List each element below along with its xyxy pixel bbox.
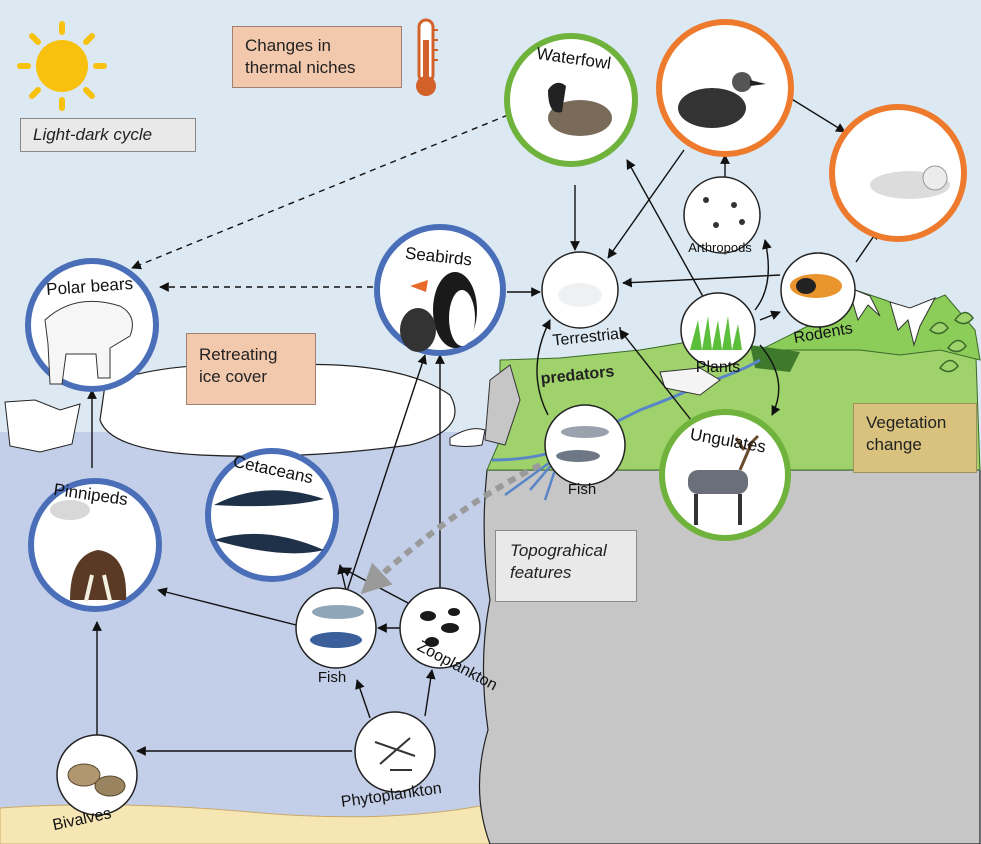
arrow-topo-fish-grey [360,462,542,595]
topo-line-1: Topograhical [510,541,607,560]
cliff-shore [484,364,521,446]
node-pinnipeds [28,478,162,612]
light-dark-cycle-box: Light-dark cycle [20,118,196,152]
thermometer-icon [416,18,438,96]
arrow-phyto-fish [355,679,371,719]
node-waterfowl [504,33,638,167]
arrow-fish-pinnipeds [157,587,297,626]
ice-floe-right [449,428,486,447]
vegetation-line-1: Vegetation [866,413,947,432]
node-shorebirds [656,19,794,157]
arrow-phyto-zoo [424,669,436,717]
arrow-fish-cetaceans [337,564,347,591]
arrow-plants-waterfowl [626,159,707,303]
node-birds-of-prey [829,104,967,242]
light-dark-cycle-text: Light-dark cycle [33,125,153,144]
thermal-line-1: Changes in [245,36,332,55]
node-seabirds [374,224,506,356]
ice-line-1: Retreating [199,345,278,364]
thermal-niches-box: Changes in thermal niches [232,26,402,88]
retreating-ice-box: Retreating ice cover [186,333,316,405]
node-fish-sea [295,587,377,669]
river [491,358,761,462]
dark-green-patch [750,345,800,372]
node-bivalves [56,734,138,816]
snow-cap-2 [889,297,937,347]
node-fish-land [544,404,626,486]
node-ungulates [659,409,791,541]
arrow-plants-rodents [759,310,781,321]
thermal-line-2: thermal niches [245,58,356,77]
arrow-fish-terrestrial [536,319,551,416]
ice-line-2: ice cover [199,367,268,386]
ice-floe-left [4,399,81,453]
vegetation-line-2: change [866,435,922,454]
arrow-fish-seabirds [346,354,427,592]
node-polar-bears [25,258,159,392]
node-plants [680,292,756,368]
sun-icon [17,21,107,111]
node-rodents [780,252,856,328]
topographical-features-box: Topograhical features [495,530,637,602]
arrow-shorebirds-terrestrial [607,149,685,259]
arrow-ungulates-terrestrial [619,329,696,426]
arrow-waterfowl-polarbears [131,114,509,270]
label-plants: Plants [696,359,740,376]
node-cetaceans [205,448,339,582]
label-fish-sea: Fish [318,669,346,686]
node-arthropods [683,176,761,254]
label-arthropods: Arthropods [688,240,752,255]
node-terrestrial-predators [541,251,619,329]
node-zooplankton [399,587,481,669]
leaves-icon [928,311,974,373]
vegetation-change-box: Vegetation change [853,403,977,473]
topo-line-2: features [510,563,572,582]
arrow-plants-arthropods [754,239,772,311]
label-fish-land: Fish [568,481,596,498]
node-phytoplankton [354,711,436,793]
arrow-rodents-terrestrial [622,274,781,288]
arrow-plants-ungulates [759,344,781,416]
arrow-shorebirds-birdsofprey [789,97,846,133]
